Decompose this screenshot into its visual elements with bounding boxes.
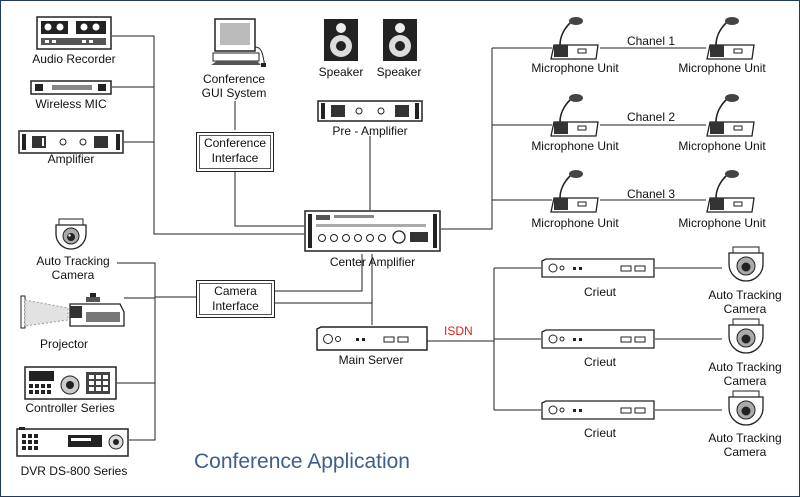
gui-system-label: Conference GUI System (186, 72, 282, 100)
wire-tracking-camera (117, 262, 156, 441)
circuit-3-camera-label-line1: Auto Tracking (708, 431, 782, 445)
circuit-3-icon (541, 400, 655, 420)
main-server-icon (316, 326, 428, 351)
microphone-unit-3b-icon (706, 170, 755, 213)
circuit-2-camera-label-line1: Auto Tracking (708, 360, 782, 374)
microphone-unit-3b-label: Microphone Unit (678, 216, 766, 230)
camera-interface-line1: Camera (214, 284, 257, 298)
wireless-mic-label: Wireless MIC (35, 97, 107, 111)
microphone-unit-2a-icon (550, 94, 599, 137)
channel-2-label: Chanel 2 (626, 110, 676, 124)
pre-amplifier-icon (317, 100, 423, 122)
speaker-right-label: Speaker (376, 65, 422, 79)
amplifier-icon (18, 130, 124, 154)
circuit-1-label: Crieut (583, 285, 616, 299)
pre-amplifier-label: Pre - Amplifier (332, 124, 408, 138)
wire-audio-recorder (112, 35, 304, 235)
controller-icon (24, 366, 117, 400)
speaker-left-label: Speaker (318, 65, 364, 79)
circuit-3-camera-label-line2: Camera (723, 445, 767, 459)
projector-label: Projector (39, 337, 89, 351)
microphone-unit-2b-label: Microphone Unit (678, 139, 766, 153)
computer-icon (211, 18, 266, 68)
camera-interface-line2: Interface (212, 299, 259, 313)
circuit-1-camera-label-line1: Auto Tracking (708, 288, 782, 302)
dvr-label: DVR DS-800 Series (20, 464, 128, 478)
circuit-3-camera-icon (728, 390, 764, 426)
circuit-3-label: Crieut (583, 426, 616, 440)
circuit-2-label: Crieut (583, 355, 616, 369)
projector-icon (20, 293, 125, 329)
circuit-2-icon (541, 329, 655, 349)
circuit-2-camera-icon (728, 318, 764, 354)
isdn-label: ISDN (444, 324, 473, 338)
microphone-unit-3a-icon (550, 170, 599, 213)
audio-recorder-icon (36, 16, 112, 50)
conference-interface-box: Conference Interface (196, 132, 274, 172)
controller-label: Controller Series (25, 401, 115, 415)
center-amplifier-icon (304, 210, 441, 252)
tracking-camera-label: Auto Tracking Camera (18, 254, 128, 282)
diagram-title: Conference Application (194, 450, 410, 473)
microphone-unit-3a-label: Microphone Unit (531, 216, 619, 230)
main-server-label: Main Server (338, 353, 404, 367)
speaker-left-icon (324, 19, 358, 61)
tracking-camera-label-line1: Auto Tracking (36, 254, 110, 268)
microphone-unit-1b-icon (706, 17, 755, 60)
microphone-unit-1b-label: Microphone Unit (678, 61, 766, 75)
channel-3-label: Chanel 3 (626, 187, 676, 201)
tracking-camera-label-line2: Camera (51, 268, 95, 282)
microphone-unit-1a-icon (550, 17, 599, 60)
wire-center-mics (441, 48, 493, 230)
wire-cam-interface-server (275, 302, 373, 325)
circuit-2-camera-label-line2: Camera (723, 374, 767, 388)
microphone-unit-2b-icon (706, 94, 755, 137)
dvr-icon (16, 427, 129, 457)
amplifier-label: Amplifier (47, 152, 95, 166)
circuit-1-camera-label-line2: Camera (723, 302, 767, 316)
gui-system-label-line1: Conference (202, 72, 266, 86)
circuit-3-camera-label: Auto Tracking Camera (690, 431, 800, 459)
conference-interface-line2: Interface (211, 151, 259, 165)
wire-cam-interface-center (275, 254, 363, 292)
camera-interface-box: Camera Interface (196, 280, 275, 318)
microphone-unit-2a-label: Microphone Unit (531, 139, 619, 153)
tracking-camera-icon (55, 218, 87, 250)
conference-interface-line1: Conference (203, 136, 267, 150)
circuit-1-camera-icon (728, 246, 764, 282)
microphone-unit-1a-label: Microphone Unit (531, 61, 619, 75)
audio-recorder-label: Audio Recorder (32, 52, 116, 66)
gui-system-label-line2: GUI System (201, 86, 267, 100)
speaker-right-icon (383, 19, 417, 61)
circuit-1-icon (541, 258, 655, 278)
circuit-2-camera-label: Auto Tracking Camera (690, 360, 800, 388)
channel-1-label: Chanel 1 (626, 34, 676, 48)
wireless-mic-icon (30, 80, 112, 95)
wire-interface-amplifier (234, 171, 304, 227)
circuit-1-camera-label: Auto Tracking Camera (690, 288, 800, 316)
center-amplifier-label: Center Amplifier (329, 255, 416, 269)
